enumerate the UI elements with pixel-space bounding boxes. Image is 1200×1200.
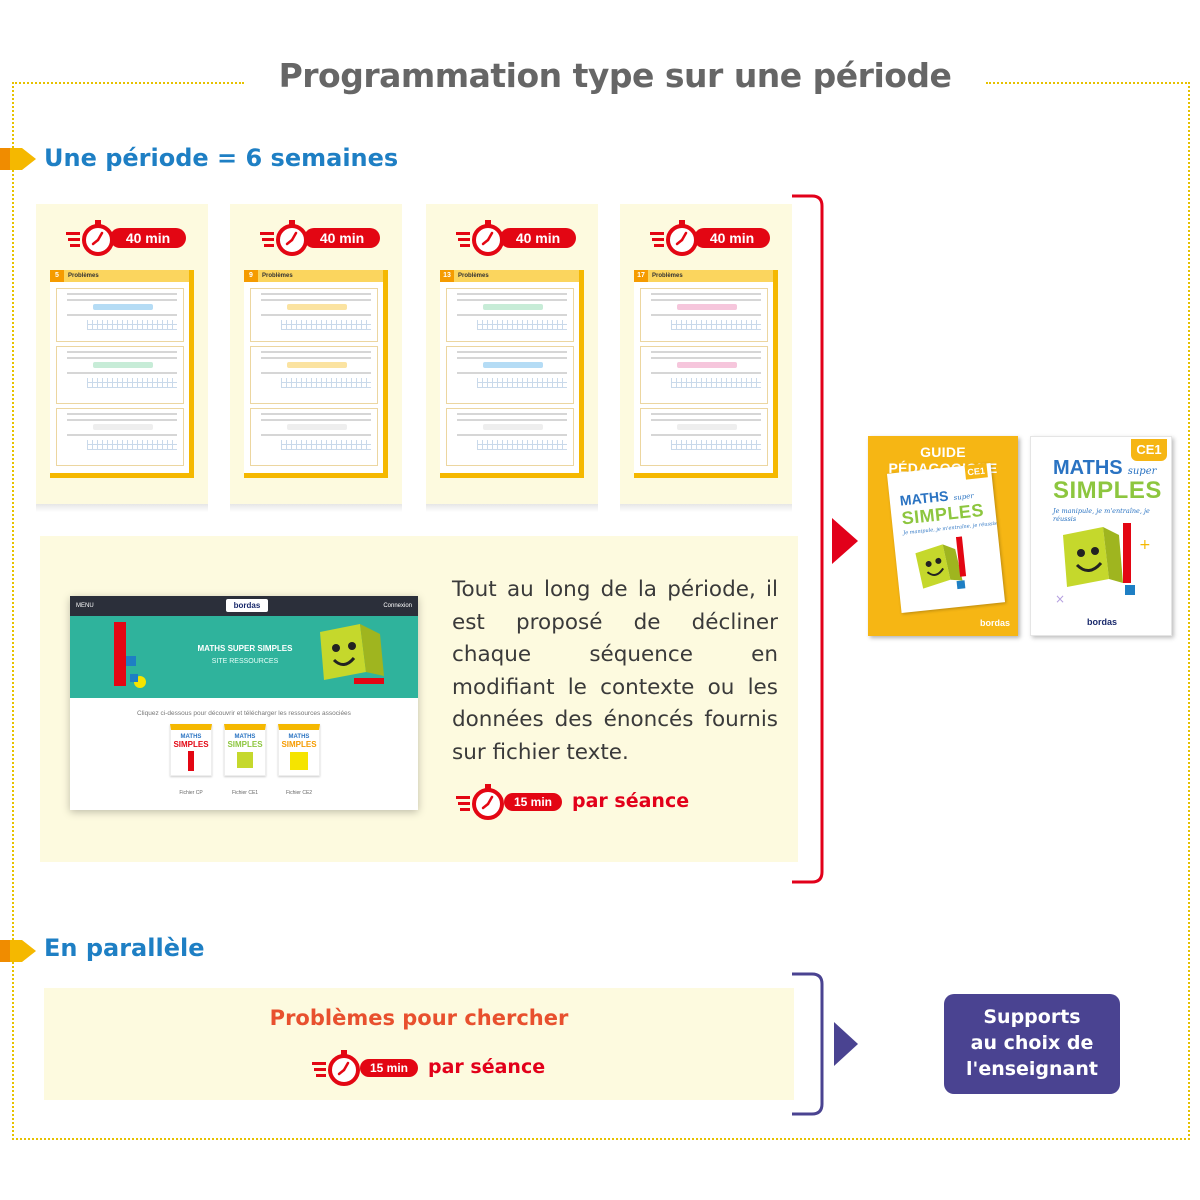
parallel-panel: [44, 988, 794, 1100]
worksheet-thumbnail: 9 Problèmes: [244, 270, 388, 478]
cube-mascot-icon: + ×: [1055, 523, 1151, 606]
sheet-title: Problèmes: [652, 273, 683, 279]
supports-line: au choix de: [970, 1032, 1094, 1054]
timer-label: 40 min: [304, 228, 380, 248]
level-tag: CE1: [1131, 439, 1167, 461]
right-bracket-purple: [792, 972, 824, 1116]
sheet-title: Problèmes: [68, 273, 99, 279]
blocks-illustration-icon: [114, 622, 146, 688]
site-title: MATHS SUPER SIMPLES: [197, 644, 293, 653]
section-title-period: Une période = 6 semaines: [44, 144, 399, 172]
frame-border-bottom: [12, 1138, 1190, 1140]
session-card: 40 min 17 Problèmes: [620, 204, 792, 512]
svg-text:+: +: [1139, 537, 1151, 553]
per-session-label: par séance: [572, 790, 690, 812]
timer-label: 15 min: [504, 793, 562, 811]
timer-badge: 40 min: [66, 218, 206, 258]
sheet-number: 13: [440, 270, 454, 282]
per-session-label: par séance: [428, 1056, 546, 1078]
book-tagline: Je manipule, je m'entraîne, je réussis: [1053, 507, 1150, 523]
timer-badge: 15 min: [456, 782, 576, 822]
frame-border-right: [1188, 82, 1190, 1140]
session-card: 40 min 9 Problèmes: [230, 204, 402, 512]
section-arrow-icon: [0, 148, 36, 170]
website-screenshot: MENU bordas Connexion MATHS SUPER SIMPLE…: [70, 596, 418, 810]
variation-description: Tout au long de la période, il est propo…: [452, 577, 778, 765]
sheet-title: Problèmes: [458, 273, 489, 279]
stopwatch-icon: [650, 220, 698, 256]
cube-mascot-icon: [915, 536, 967, 590]
worksheet-thumbnail: 17 Problèmes: [634, 270, 778, 478]
svg-text:×: ×: [1055, 592, 1065, 606]
site-subtitle: SITE RESSOURCES: [211, 658, 279, 665]
connection-label: Connexion: [383, 603, 412, 609]
stopwatch-icon: [456, 220, 504, 256]
book-simples: SIMPLES: [1053, 477, 1162, 504]
sheet-number: 5: [50, 270, 64, 282]
book-label: Fichier CP: [179, 790, 203, 796]
timer-label: 40 min: [694, 228, 770, 248]
timer-badge: 40 min: [650, 218, 790, 258]
right-bracket-red: [792, 194, 824, 884]
worksheet-thumbnail: 13 Problèmes: [440, 270, 584, 478]
level-tag: CE1: [964, 463, 988, 480]
student-book: CE1 MATHS super SIMPLES Je manipule, je …: [1030, 436, 1172, 636]
stopwatch-icon: [260, 220, 308, 256]
book-cover-ce1: MATHS SIMPLES: [224, 724, 266, 776]
timer-label: 40 min: [110, 228, 186, 248]
site-caption: Cliquez ci-dessous pour découvrir et tél…: [137, 710, 351, 717]
timer-badge: 15 min: [312, 1048, 432, 1088]
timer-badge: 40 min: [260, 218, 400, 258]
cube-mascot-icon: [320, 624, 384, 684]
section-arrow-icon: [0, 940, 36, 962]
sheet-number: 9: [244, 270, 258, 282]
timer-label: 40 min: [500, 228, 576, 248]
book-maths: MATHS: [1053, 457, 1123, 479]
book-label: Fichier CE1: [231, 790, 259, 796]
arrow-right-purple-icon: [834, 1022, 858, 1066]
section-title-parallel: En parallèle: [44, 934, 205, 962]
stopwatch-icon: [66, 220, 114, 256]
supports-line: l'enseignant: [965, 1058, 1098, 1080]
supports-line: Supports: [983, 1006, 1081, 1028]
frame-border-left: [12, 82, 14, 1140]
arrow-right-red-icon: [832, 518, 858, 564]
frame-border-top-left: [12, 82, 244, 84]
session-card: 40 min 13 Problèmes: [426, 204, 598, 512]
book-label: Fichier CE2: [285, 790, 313, 796]
frame-border-top-right: [986, 82, 1190, 84]
publisher-logo: bordas: [979, 618, 1010, 628]
sheet-number: 17: [634, 270, 648, 282]
book-cover-ce2: MATHS SIMPLES: [278, 724, 320, 776]
session-card: 40 min 5 Problèmes: [36, 204, 208, 512]
parallel-title: Problèmes pour chercher: [269, 1006, 569, 1030]
timer-badge: 40 min: [456, 218, 596, 258]
timer-label: 15 min: [360, 1059, 418, 1077]
book-super: super: [1127, 466, 1157, 477]
bordas-logo: bordas: [226, 599, 268, 612]
teacher-guide-book: GUIDE PÉDAGOGIQUE CE1 MATHS super SIMPLE…: [868, 436, 1018, 636]
site-hero: MATHS SUPER SIMPLES SITE RESSOURCES: [70, 616, 418, 698]
worksheet-thumbnail: 5 Problèmes: [50, 270, 194, 478]
sheet-title: Problèmes: [262, 273, 293, 279]
page-title: Programmation type sur une période: [278, 56, 952, 95]
book-cover-cp: MATHS SIMPLES: [170, 724, 212, 776]
guide-cover: CE1 MATHS super SIMPLES Je manipule, je …: [886, 462, 1006, 614]
stopwatch-icon: [312, 1050, 360, 1086]
stopwatch-icon: [456, 784, 504, 820]
teacher-supports-badge: Supports au choix de l'enseignant: [944, 994, 1120, 1094]
menu-label: MENU: [76, 603, 94, 609]
publisher-logo: bordas: [1087, 617, 1118, 627]
